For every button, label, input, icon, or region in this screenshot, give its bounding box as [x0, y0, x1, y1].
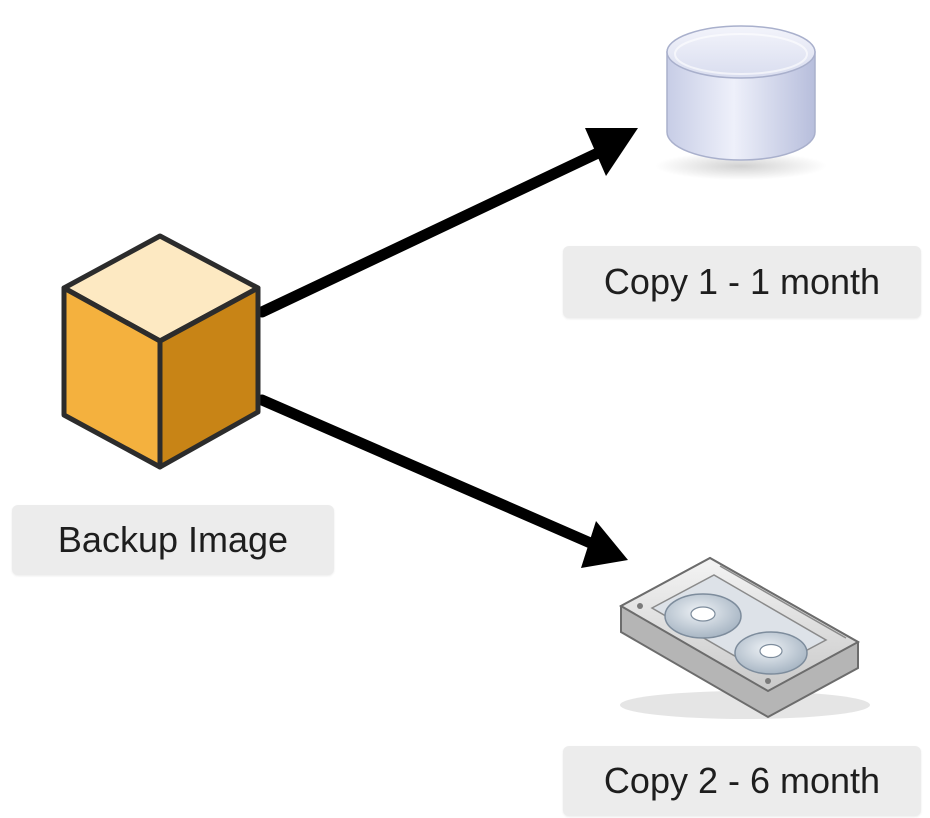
cube-icon: [61, 233, 261, 470]
node-label-backup-image: Backup Image: [12, 505, 334, 575]
disk-storage-icon: [655, 25, 827, 180]
tape-cartridge-icon: [618, 556, 870, 719]
node-label-copy-1: Copy 1 - 1 month: [563, 246, 921, 318]
arrow-to-copy2: [256, 394, 628, 568]
arrow-to-copy1: [256, 128, 638, 318]
node-label-copy-2: Copy 2 - 6 month: [563, 746, 921, 816]
